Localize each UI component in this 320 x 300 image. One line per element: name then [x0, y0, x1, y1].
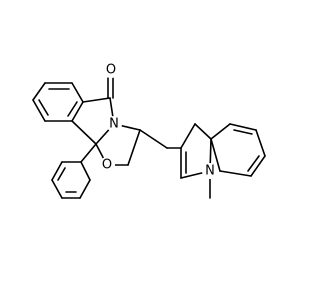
bond: [139, 129, 168, 149]
carbonyl-oxygen-label: O: [106, 63, 116, 78]
bond: [38, 99, 49, 116]
bond: [80, 161, 91, 181]
bond: [71, 101, 84, 122]
ring-oxygen-label: O: [102, 158, 112, 173]
bond: [71, 120, 97, 145]
bond: [82, 97, 111, 103]
bond: [229, 123, 257, 131]
bond: [71, 82, 84, 103]
bond: [51, 179, 63, 199]
bond: [219, 170, 252, 177]
bond: [32, 99, 46, 122]
ring-oxygen-atom: O: [99, 157, 115, 173]
lactam-nitrogen-label: N: [109, 117, 119, 132]
bond: [247, 155, 260, 172]
bond: [210, 123, 231, 140]
bond: [79, 179, 91, 199]
bond: [180, 123, 196, 149]
indole-nitrogen-label: N: [205, 164, 215, 179]
bond: [51, 161, 63, 181]
bond: [255, 129, 266, 157]
bond: [67, 101, 78, 117]
bond: [32, 82, 46, 101]
lactam-nitrogen-atom: N: [106, 116, 122, 132]
bond: [127, 129, 141, 166]
bond-layer: [32, 77, 266, 199]
bond: [194, 123, 212, 140]
indole-nitrogen-atom: N: [202, 163, 218, 179]
bond: [57, 167, 66, 181]
bond: [233, 129, 253, 135]
carbonyl-oxygen-atom: O: [103, 62, 119, 78]
chemical-structure-diagram: O N O N: [32, 62, 266, 199]
atom-label-layer: O N O N: [99, 62, 218, 179]
bond: [80, 143, 97, 163]
bond: [210, 138, 221, 172]
bond: [250, 155, 266, 177]
